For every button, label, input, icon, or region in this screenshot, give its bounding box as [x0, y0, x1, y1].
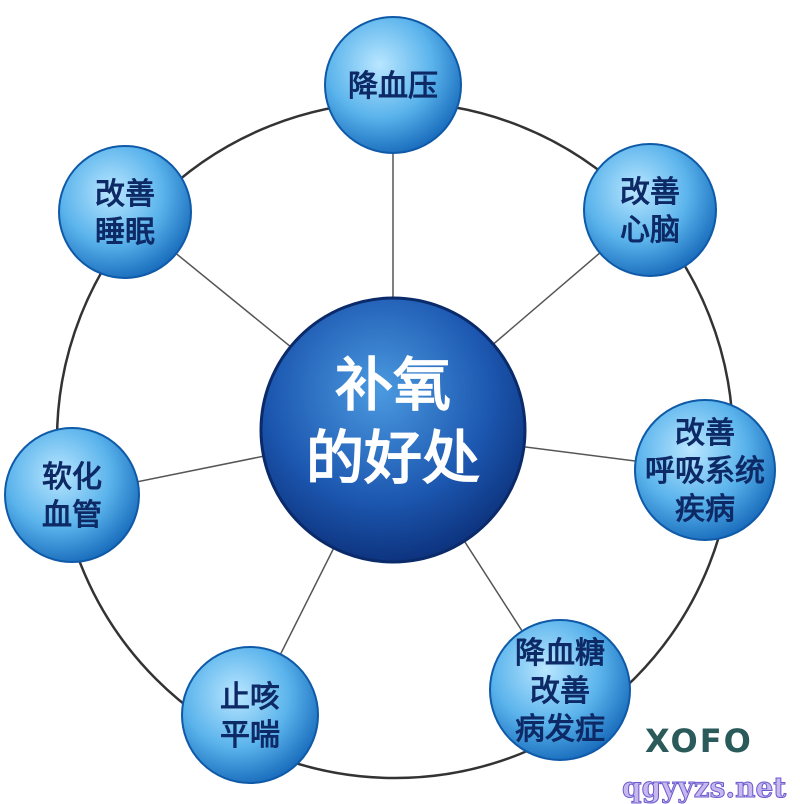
- benefit-node-label: 软化: [42, 460, 102, 495]
- center-title-line-1: 补氧: [335, 351, 451, 419]
- benefit-node-circle: [634, 399, 776, 541]
- benefit-node-label: 病发症: [515, 712, 605, 747]
- watermark: qgyyzs.net: [622, 771, 786, 804]
- benefit-node-label: 平喘: [220, 718, 280, 753]
- benefit-node-circle: [583, 143, 717, 277]
- benefit-node-label: 睡眠: [95, 215, 155, 250]
- center-circle: [259, 296, 527, 564]
- benefit-node-label: 改善: [675, 416, 735, 451]
- benefit-node-circle: [4, 427, 140, 563]
- benefit-node-label: 改善: [95, 177, 155, 212]
- benefit-node-label: 心脑: [620, 213, 680, 248]
- center-title-line-2: 的好处: [306, 424, 480, 492]
- benefit-node-label: 呼吸系统: [645, 454, 765, 489]
- benefit-node-label: 血管: [42, 498, 102, 533]
- benefit-node-label: 疾病: [675, 492, 735, 527]
- benefit-node-label: 降血糖: [515, 636, 605, 671]
- benefit-node-circle: [58, 145, 192, 279]
- benefit-node-circle: [324, 16, 462, 154]
- benefit-node-label: 止咳: [220, 680, 280, 715]
- benefit-node-label: 改善: [530, 674, 590, 709]
- xofo-logo: XOFO: [645, 722, 753, 760]
- benefit-node-circle: [181, 646, 319, 784]
- benefit-node-label: 降血压: [348, 69, 438, 104]
- benefit-node-circle: [489, 619, 631, 761]
- benefit-node-label: 改善: [620, 175, 680, 210]
